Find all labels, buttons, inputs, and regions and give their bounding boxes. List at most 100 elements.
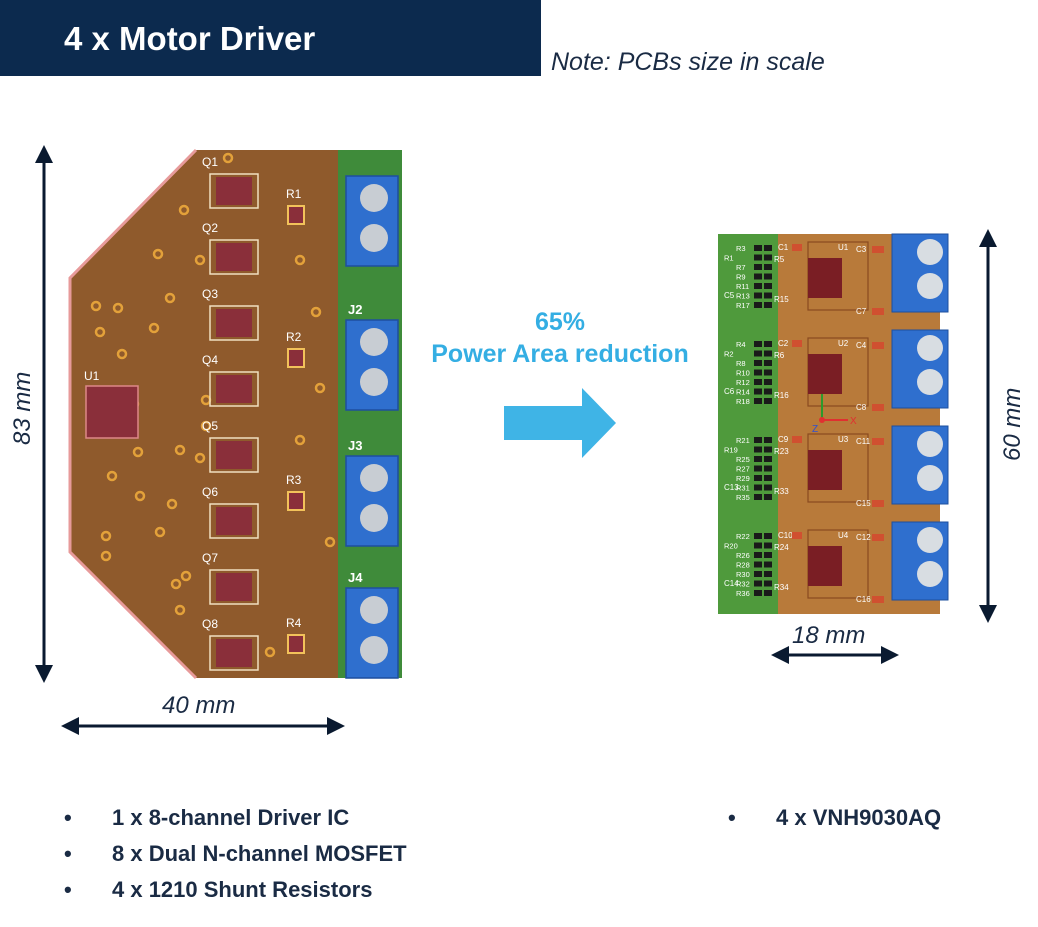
terminal-block: J2	[345, 302, 399, 411]
svg-text:R27: R27	[736, 465, 750, 474]
svg-text:R32: R32	[736, 580, 750, 589]
svg-text:C2: C2	[778, 339, 789, 348]
svg-text:R8: R8	[736, 359, 746, 368]
svg-text:R34: R34	[774, 583, 789, 592]
svg-text:R2: R2	[724, 350, 734, 359]
mosfet-label: Q1	[202, 155, 218, 169]
list-item: •1 x 8-channel Driver IC	[64, 805, 350, 830]
resistor-label: R3	[286, 473, 302, 487]
mosfet-q1: Q1	[202, 155, 259, 209]
svg-text:R17: R17	[736, 301, 750, 310]
terminal-block: J4	[345, 570, 399, 679]
svg-text:R25: R25	[736, 455, 750, 464]
mosfet-q3: Q3	[202, 287, 259, 341]
scale-note: Note: PCBs size in scale	[551, 48, 825, 76]
resistor-label: R2	[286, 330, 302, 344]
mosfet-label: Q4	[202, 353, 218, 367]
right-width-label: 18 mm	[792, 622, 866, 649]
mosfet-q7: Q7	[202, 551, 259, 605]
right-bullet-list: •4 x VNH9030AQ	[728, 805, 941, 841]
svg-text:C11: C11	[856, 437, 871, 446]
svg-text:R31: R31	[736, 484, 750, 493]
svg-text:R33: R33	[774, 487, 789, 496]
mosfet-label: Q7	[202, 551, 218, 565]
svg-text:R21: R21	[736, 436, 750, 445]
mosfet-q8: Q8	[202, 617, 259, 671]
left-pcb-copper	[70, 150, 338, 678]
resistor-label: R1	[286, 187, 302, 201]
left-pcb-vias	[90, 152, 336, 658]
mosfet-q5: Q5	[202, 419, 259, 473]
shunt-r3: R3	[286, 473, 305, 511]
ic-label: U4	[838, 531, 849, 540]
right-height-label: 60 mm	[999, 387, 1026, 461]
terminal-block: J3	[345, 438, 399, 547]
svg-text:R30: R30	[736, 570, 750, 579]
left-bullet-list: •1 x 8-channel Driver IC •8 x Dual N-cha…	[64, 805, 407, 913]
mosfet-label: Q6	[202, 485, 218, 499]
driver-ic-u1	[85, 385, 139, 439]
axis-z-label: Z	[812, 424, 818, 435]
mosfet-label: Q3	[202, 287, 218, 301]
reduction-percent: 65%	[534, 308, 586, 336]
connector-label: J2	[348, 302, 362, 317]
list-item: •4 x 1210 Shunt Resistors	[64, 877, 373, 902]
svg-text:C6: C6	[724, 387, 735, 396]
svg-text:C3: C3	[856, 245, 867, 254]
svg-text:C1: C1	[778, 243, 789, 252]
connector-label: J4	[348, 570, 363, 585]
mosfet-label: Q2	[202, 221, 218, 235]
left-width-label: 40 mm	[162, 692, 236, 719]
axis-indicator-icon: X Z	[812, 394, 857, 435]
svg-text:C10: C10	[778, 531, 793, 540]
svg-text:R26: R26	[736, 551, 750, 560]
resistor-label: R4	[286, 616, 302, 630]
ic-label: U3	[838, 435, 849, 444]
shunt-r4: R4	[286, 616, 305, 654]
shunt-r2: R2	[286, 330, 305, 368]
reduction-arrow-icon	[504, 388, 616, 458]
svg-text:R15: R15	[774, 295, 789, 304]
svg-text:R28: R28	[736, 561, 750, 570]
svg-text:C8: C8	[856, 403, 867, 412]
svg-text:R6: R6	[774, 351, 785, 360]
svg-text:R35: R35	[736, 493, 750, 502]
mosfet-q2: Q2	[202, 221, 259, 275]
shunt-r1: R1	[286, 187, 305, 225]
terminal-block	[345, 175, 399, 267]
list-item: •8 x Dual N-channel MOSFET	[64, 841, 407, 866]
svg-text:R23: R23	[774, 447, 789, 456]
ic-label: U1	[84, 369, 100, 383]
title-bar: 4 x Motor Driver	[0, 0, 541, 76]
svg-text:R4: R4	[736, 340, 746, 349]
svg-text:C13: C13	[724, 483, 739, 492]
svg-text:C9: C9	[778, 435, 789, 444]
svg-text:R29: R29	[736, 474, 750, 483]
svg-text:R36: R36	[736, 589, 750, 598]
svg-text:C5: C5	[724, 291, 735, 300]
bullet-dot: •	[64, 805, 72, 830]
svg-text:C16: C16	[856, 595, 871, 604]
svg-text:R24: R24	[774, 543, 789, 552]
svg-text:R9: R9	[736, 273, 746, 282]
svg-text:R10: R10	[736, 369, 750, 378]
reduction-text: 65% Power Area reduction	[390, 306, 730, 370]
svg-text:R22: R22	[736, 532, 750, 541]
svg-text:R12: R12	[736, 378, 750, 387]
left-height-label: 83 mm	[9, 371, 36, 445]
svg-text:C14: C14	[724, 579, 739, 588]
mosfet-q6: Q6	[202, 485, 259, 539]
connector-label: J3	[348, 438, 362, 453]
ic-label: U2	[838, 339, 849, 348]
bullet-dot: •	[64, 841, 72, 866]
svg-text:R5: R5	[774, 255, 785, 264]
svg-text:C7: C7	[856, 307, 867, 316]
